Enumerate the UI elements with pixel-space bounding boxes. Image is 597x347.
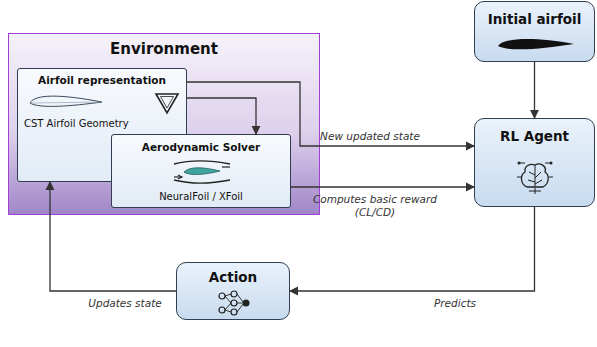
icon-stroke [231,309,237,315]
airfoil-geometry-icon [18,90,188,116]
edge-label: Computes basic reward (CL/CD) [300,193,450,219]
icon-stroke [528,165,542,187]
box-title: Initial airfoil [488,11,582,27]
flow-arrow [290,207,535,291]
flow-arrow [50,182,176,291]
icon-stroke [184,168,220,175]
icon-stroke [156,94,178,113]
icon-stroke [518,162,521,165]
icon-stroke [521,164,548,187]
icon-stroke [30,96,102,106]
box-caption: NeuralFoil / XFoil [159,191,243,203]
icon-stroke [225,294,243,312]
solver-flow-icon [170,158,234,186]
network-icon [217,290,251,316]
icon-stroke [219,307,225,313]
icon-stroke [550,162,553,165]
icon-stroke [178,175,182,179]
icon-stroke [231,291,237,297]
airfoil-shape [494,36,578,54]
edge-label: Updates state [70,297,180,310]
edge-label: New updated state [300,130,440,143]
box-title: RL Agent [500,128,569,144]
icon-stroke [174,161,230,164]
flow-arrow [187,82,474,146]
agent-box: RL Agent [474,118,595,207]
flow-arrow [291,186,474,187]
icon-stroke [30,102,102,103]
icon-stroke [517,163,553,194]
icon-stroke [174,180,230,183]
box-caption: CST Airfoil Geometry [24,118,129,130]
brain-chip-icon [515,157,555,197]
icon-stroke [161,97,174,109]
icon-stroke [219,293,225,299]
icon-stroke [243,300,250,307]
flow-arrow [187,98,256,134]
box-title: Action [209,269,257,285]
action-box: Action [176,262,290,320]
box-title: Environment [110,40,218,58]
icon-stroke [222,166,230,167]
box-title: Aerodynamic Solver [142,141,261,154]
environment-panel: Environment Airfoil representationCST Ai… [8,33,320,215]
icon-stroke [231,300,237,306]
flow-arrow [534,62,535,118]
solver-box: Aerodynamic SolverNeuralFoil / XFoil [111,134,291,208]
edge-label: Predicts [400,297,510,310]
box-title: Airfoil representation [38,74,166,87]
icon-stroke [498,39,574,49]
input-box: Initial airfoil [474,1,595,62]
